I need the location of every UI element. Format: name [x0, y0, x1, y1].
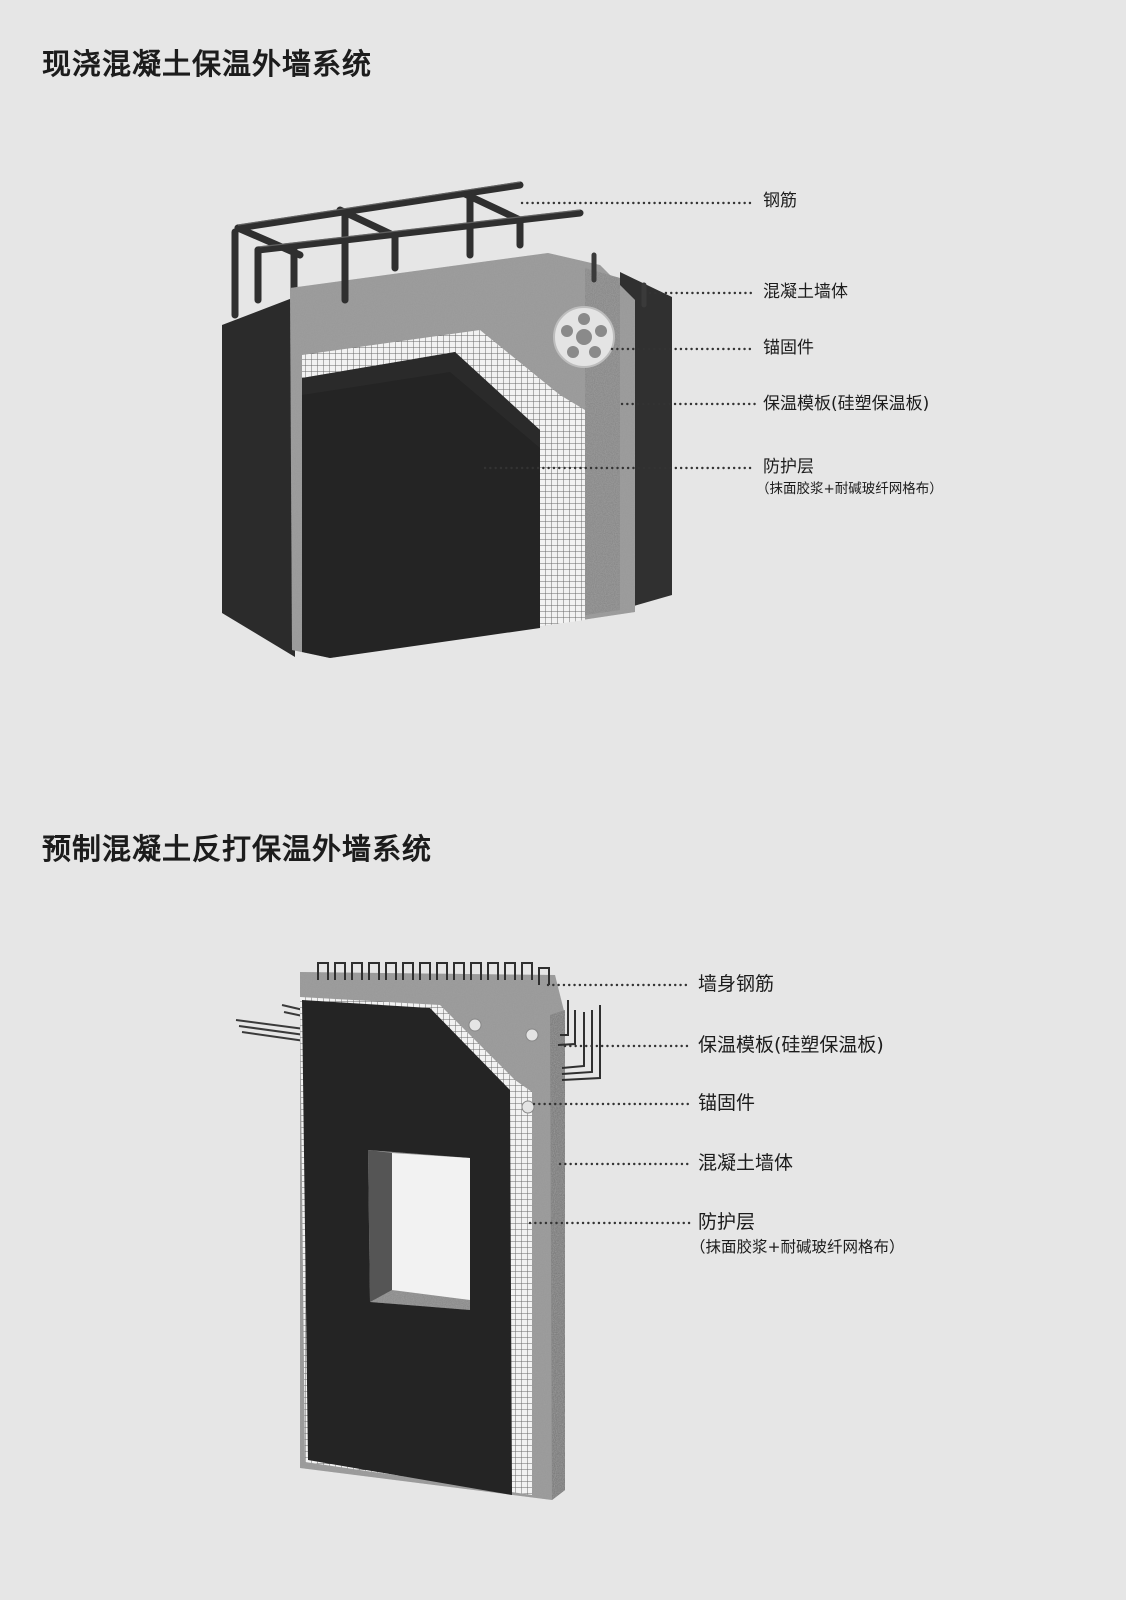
rebar-hairpins-top	[317, 962, 550, 985]
label-insulation-formwork: 保温模板(硅塑保温板)	[763, 394, 930, 414]
cast-in-place-wall-diagram	[222, 181, 757, 658]
leader-lines-2	[528, 983, 692, 1225]
label-concrete-wall-2: 混凝土墙体	[698, 1152, 794, 1174]
label-protective-layer-2: 防护层	[698, 1211, 756, 1233]
label-rebar: 钢筋	[763, 191, 797, 211]
label-insulation-formwork-2: 保温模板(硅塑保温板)	[698, 1034, 884, 1056]
label-anchor-2: 锚固件	[698, 1092, 756, 1114]
label-protective-layer-detail-2: （抹面胶浆+耐碱玻纤网格布）	[690, 1238, 905, 1256]
rebar-cage-top	[231, 181, 584, 319]
leader-lines-1	[483, 201, 757, 470]
precast-wall-diagram	[235, 962, 692, 1500]
section-title-cast-in-place: 现浇混凝土保温外墙系统	[42, 47, 373, 81]
label-wall-rebar: 墙身钢筋	[698, 973, 775, 995]
window-opening	[368, 1150, 470, 1310]
label-protective-layer: 防护层	[763, 457, 814, 477]
label-protective-layer-detail: （抹面胶浆+耐碱玻纤网格布）	[756, 481, 943, 497]
section-title-precast: 预制混凝土反打保温外墙系统	[42, 832, 433, 866]
label-concrete-wall: 混凝土墙体	[763, 282, 848, 302]
label-anchor: 锚固件	[763, 338, 814, 358]
anchor-disc-icon	[553, 306, 615, 368]
anchor-disc-icon	[468, 1018, 539, 1114]
